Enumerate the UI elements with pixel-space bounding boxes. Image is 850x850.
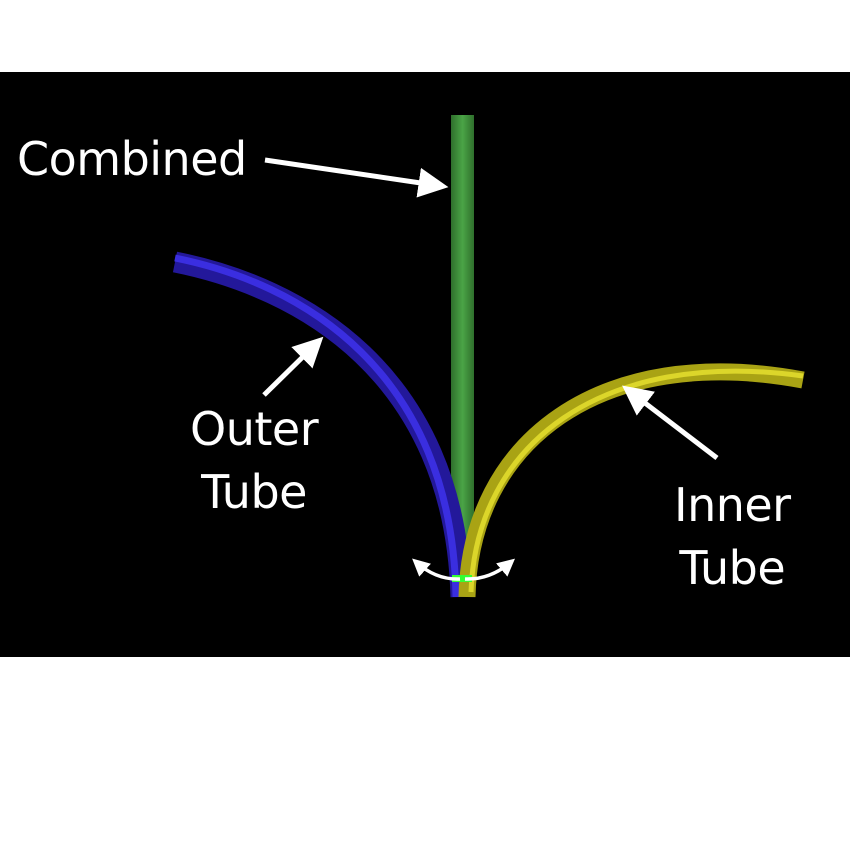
combined-label: Combined — [17, 128, 247, 191]
outer-tube-label: Outer Tube — [190, 398, 319, 525]
outer-tube-label-line1: Outer — [190, 402, 319, 456]
inner-tube-label-line1: Inner — [674, 478, 791, 532]
rotation-icon — [412, 558, 515, 581]
inner-tube-label-line2: Tube — [679, 541, 786, 596]
tube-diagram: Combined Outer Tube Inner Tube — [0, 72, 850, 657]
combined-label-text: Combined — [17, 132, 247, 186]
inner-tube-arrow — [622, 385, 719, 460]
outer-tube-label-line2: Tube — [201, 465, 307, 520]
inner-tube-label: Inner Tube — [674, 474, 791, 601]
combined-tube — [451, 115, 474, 597]
combined-arrow — [264, 157, 449, 198]
tube-illustration — [172, 115, 805, 598]
outer-tube-arrow — [262, 336, 324, 397]
junction-marker — [452, 575, 472, 582]
